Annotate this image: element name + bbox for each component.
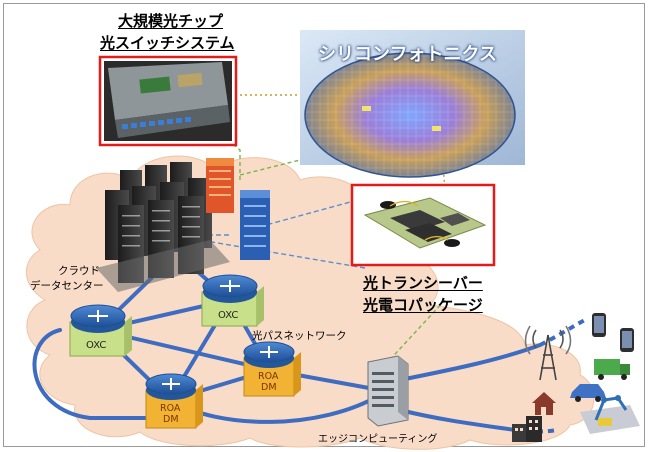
optical-path-network-label: 光パスネットワーク	[252, 330, 347, 342]
house-icon	[532, 392, 556, 415]
chip-switch-photo	[98, 55, 238, 147]
car-icon	[570, 384, 606, 402]
robot-arm-icon	[580, 395, 640, 434]
connector-trans-rack2	[199, 239, 366, 269]
cloud-dc-label-line1: クラウド	[58, 265, 100, 277]
router-icon	[260, 346, 278, 358]
chip-switch-label-line1: 大規模光チップ	[118, 12, 224, 30]
link-edge-tower	[398, 343, 542, 382]
roadm-right-label-line2: DM	[261, 382, 277, 393]
roadm-node-right	[243, 341, 301, 397]
switch-rack-blue	[240, 190, 270, 260]
truck-icon	[594, 359, 630, 380]
router-icon	[220, 280, 240, 292]
router-icon	[88, 310, 108, 322]
link-dashed-tower	[539, 318, 586, 347]
transceiver-photo	[350, 183, 496, 267]
transceiver-label-line1: 光トランシーバー	[363, 274, 483, 292]
cell-tower-icon	[524, 325, 572, 381]
edge-server-icon	[367, 355, 409, 427]
link-loop-left	[32, 328, 152, 420]
oxc-left-label: OXC	[86, 340, 107, 351]
chip-switch-label-line2: 光スイッチシステム	[100, 34, 235, 52]
roadm-left-label-line1: ROA	[160, 403, 181, 414]
oxc-right-label: OXC	[218, 310, 239, 321]
building-icon	[512, 416, 542, 442]
outer-frame	[3, 3, 645, 447]
link-edge-building	[398, 408, 517, 432]
oxc-node-left	[69, 304, 132, 357]
roadm-right-label-line1: ROA	[258, 371, 279, 382]
connector-trans-edge	[384, 299, 446, 366]
connector-trans-rack	[254, 197, 366, 229]
smartphone-icon	[592, 313, 634, 352]
transceiver-label-line2: 光電コパッケージ	[363, 296, 483, 314]
oxc-node-right	[201, 274, 264, 327]
silicon-photonics-label: シリコンフォトニクス	[318, 44, 497, 65]
roadm-left-label-line2: DM	[163, 414, 179, 425]
switch-rack-red	[206, 158, 234, 213]
server-rack-icon	[96, 158, 270, 292]
roadm-node-left	[145, 373, 203, 429]
silicon-wafer-photo	[300, 30, 525, 178]
cloud-dc-label-line2: データセンター	[30, 280, 104, 292]
edge-computing-label: エッジコンピューティング	[318, 434, 438, 445]
router-icon	[162, 378, 180, 390]
